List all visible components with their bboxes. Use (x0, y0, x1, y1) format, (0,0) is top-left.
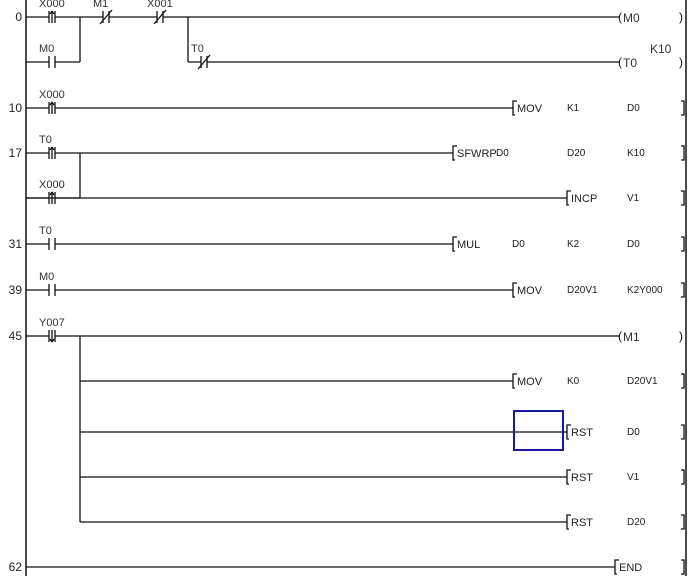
instruction-operand: D20V1 (567, 285, 598, 296)
edit-cursor (513, 410, 564, 451)
instruction-op[interactable]: RST (571, 427, 593, 439)
contact-no[interactable] (48, 238, 56, 250)
coil-setting: K10 (650, 42, 672, 56)
instruction-close-bracket (681, 514, 685, 530)
contact-nc[interactable] (197, 54, 211, 70)
contact-no[interactable] (48, 284, 56, 296)
instruction-op[interactable]: MOV (517, 376, 543, 388)
contact-label: X000 (39, 179, 65, 191)
instruction-operand: D0 (627, 103, 640, 114)
contact-rising-edge[interactable] (48, 101, 56, 114)
contact-label: M1 (93, 0, 109, 10)
step-number: 10 (8, 101, 22, 115)
coil-close-paren: ) (679, 10, 683, 24)
instruction-close-bracket (681, 373, 685, 389)
coil-open-paren: ( (618, 55, 622, 69)
instruction-open-bracket (512, 100, 517, 116)
coil-open-paren: ( (618, 10, 622, 24)
instruction-close-bracket (681, 424, 685, 440)
contact-label: X001 (147, 0, 173, 10)
instruction-operand: D0 (627, 427, 640, 438)
instruction-operand: D0 (627, 239, 640, 250)
instruction-open-bracket (614, 559, 619, 575)
instruction-op[interactable]: INCP (571, 193, 598, 205)
instruction-close-bracket (681, 190, 685, 206)
instruction-close-bracket (681, 100, 685, 116)
contact-label: Y007 (39, 317, 65, 329)
coil-device[interactable]: M0 (623, 11, 640, 25)
contact-no[interactable] (48, 56, 56, 68)
coil-device[interactable]: M1 (623, 330, 640, 344)
instruction-operand: D20V1 (627, 376, 658, 387)
step-number: 62 (8, 560, 22, 574)
instruction-close-bracket (681, 282, 685, 298)
instruction-operand: D20 (567, 148, 586, 159)
instruction-operand: K1 (567, 103, 580, 114)
instruction-op[interactable]: MOV (517, 285, 543, 297)
instruction-open-bracket (512, 373, 517, 389)
contact-nc[interactable] (153, 9, 167, 25)
coil-device[interactable]: T0 (623, 56, 638, 70)
step-number: 17 (8, 146, 22, 160)
instruction-operand: V1 (627, 472, 640, 483)
coil-close-paren: ) (679, 55, 683, 69)
instruction-operand: K0 (567, 376, 580, 387)
contact-label: M0 (39, 43, 55, 55)
contact-label: T0 (39, 225, 52, 237)
contact-label: T0 (191, 43, 204, 55)
contact-label: M0 (39, 271, 55, 283)
instruction-operand: D20 (627, 517, 646, 528)
instruction-open-bracket (566, 190, 571, 206)
instruction-close-bracket (681, 559, 685, 575)
instruction-op[interactable]: RST (571, 472, 593, 484)
coil-open-paren: ( (618, 329, 622, 343)
instruction-operand: D0 (512, 239, 525, 250)
step-number: 39 (8, 283, 22, 297)
instruction-op[interactable]: SFWRP (457, 148, 497, 160)
contact-falling-edge[interactable] (48, 330, 56, 343)
instruction-operand: D0 (496, 148, 509, 159)
step-number: 0 (15, 10, 22, 24)
instruction-op[interactable]: RST (571, 517, 593, 529)
instruction-op[interactable]: MOV (517, 103, 543, 115)
contact-nc[interactable] (99, 9, 113, 25)
contact-label: X000 (39, 0, 65, 10)
instruction-op[interactable]: MUL (457, 239, 481, 251)
instruction-close-bracket (681, 469, 685, 485)
instruction-open-bracket (452, 236, 457, 252)
instruction-open-bracket (512, 282, 517, 298)
coil-close-paren: ) (679, 329, 683, 343)
step-number: 31 (8, 237, 22, 251)
instruction-close-bracket (681, 145, 685, 161)
instruction-open-bracket (566, 469, 571, 485)
instruction-operand: K2Y000 (627, 285, 663, 296)
instruction-open-bracket (452, 145, 457, 161)
instruction-op[interactable]: END (619, 562, 643, 574)
instruction-open-bracket (566, 514, 571, 530)
step-number: 45 (8, 329, 22, 343)
instruction-operand: K10 (627, 148, 645, 159)
instruction-operand: K2 (567, 239, 580, 250)
contact-rising-edge[interactable] (48, 146, 56, 159)
instruction-operand: V1 (627, 193, 640, 204)
instruction-close-bracket (681, 236, 685, 252)
contact-rising-edge[interactable] (48, 10, 56, 23)
contact-label: T0 (39, 134, 52, 146)
instruction-open-bracket (566, 424, 571, 440)
contact-label: X000 (39, 89, 65, 101)
